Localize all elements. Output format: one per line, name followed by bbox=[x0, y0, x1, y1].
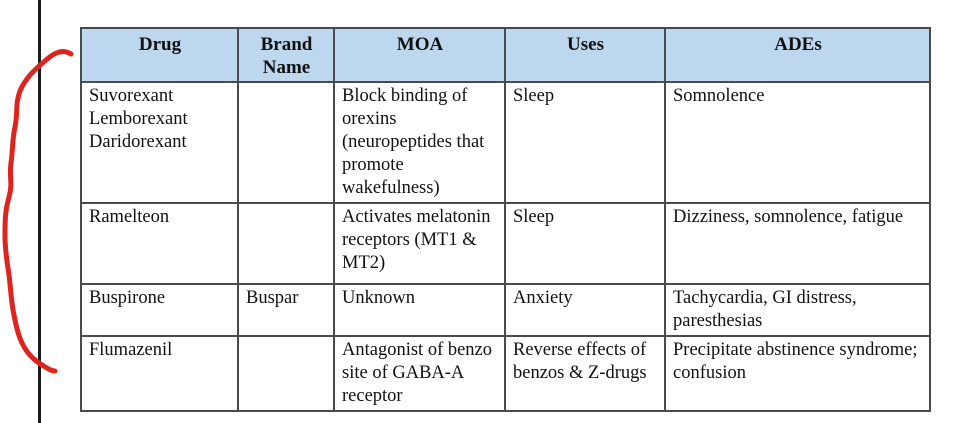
cell-uses: Sleep bbox=[504, 202, 666, 285]
cell-drug: Suvorexant Lemborexant Daridorexant bbox=[80, 81, 239, 204]
cell-ades: Somnolence bbox=[664, 81, 931, 204]
column-header-moa: MOA bbox=[333, 27, 506, 83]
cell-ades: Dizziness, somnolence, fatigue bbox=[664, 202, 931, 285]
cell-moa: Block binding of orexins (neuropeptides … bbox=[333, 81, 506, 204]
cell-uses: Anxiety bbox=[504, 283, 666, 337]
cell-drug: Flumazenil bbox=[80, 335, 239, 412]
drug-reference-table: Drug Brand Name MOA Uses ADEs Suvorexant… bbox=[80, 27, 931, 412]
page-margin-line bbox=[38, 0, 41, 423]
table-row: Suvorexant Lemborexant Daridorexant Bloc… bbox=[80, 81, 931, 204]
cell-ades: Precipitate abstinence syndrome; confusi… bbox=[664, 335, 931, 412]
cell-moa: Antagonist of benzo site of GABA-A recep… bbox=[333, 335, 506, 412]
column-header-brand-name: Brand Name bbox=[237, 27, 335, 83]
cell-brand-name bbox=[237, 81, 335, 204]
column-header-drug: Drug bbox=[80, 27, 239, 83]
cell-moa: Activates melatonin receptors (MT1 & MT2… bbox=[333, 202, 506, 285]
table-row: Buspirone Buspar Unknown Anxiety Tachyca… bbox=[80, 283, 931, 337]
cell-drug: Ramelteon bbox=[80, 202, 239, 285]
table-row: Flumazenil Antagonist of benzo site of G… bbox=[80, 335, 931, 412]
cell-brand-name bbox=[237, 202, 335, 285]
column-header-ades: ADEs bbox=[664, 27, 931, 83]
table-header-row: Drug Brand Name MOA Uses ADEs bbox=[80, 27, 931, 83]
column-header-uses: Uses bbox=[504, 27, 666, 83]
cell-uses: Reverse effects of benzos & Z-drugs bbox=[504, 335, 666, 412]
cell-drug: Buspirone bbox=[80, 283, 239, 337]
cell-uses: Sleep bbox=[504, 81, 666, 204]
table-row: Ramelteon Activates melatonin receptors … bbox=[80, 202, 931, 285]
cell-moa: Unknown bbox=[333, 283, 506, 337]
cell-ades: Tachycardia, GI distress, paresthesias bbox=[664, 283, 931, 337]
cell-brand-name: Buspar bbox=[237, 283, 335, 337]
cell-brand-name bbox=[237, 335, 335, 412]
